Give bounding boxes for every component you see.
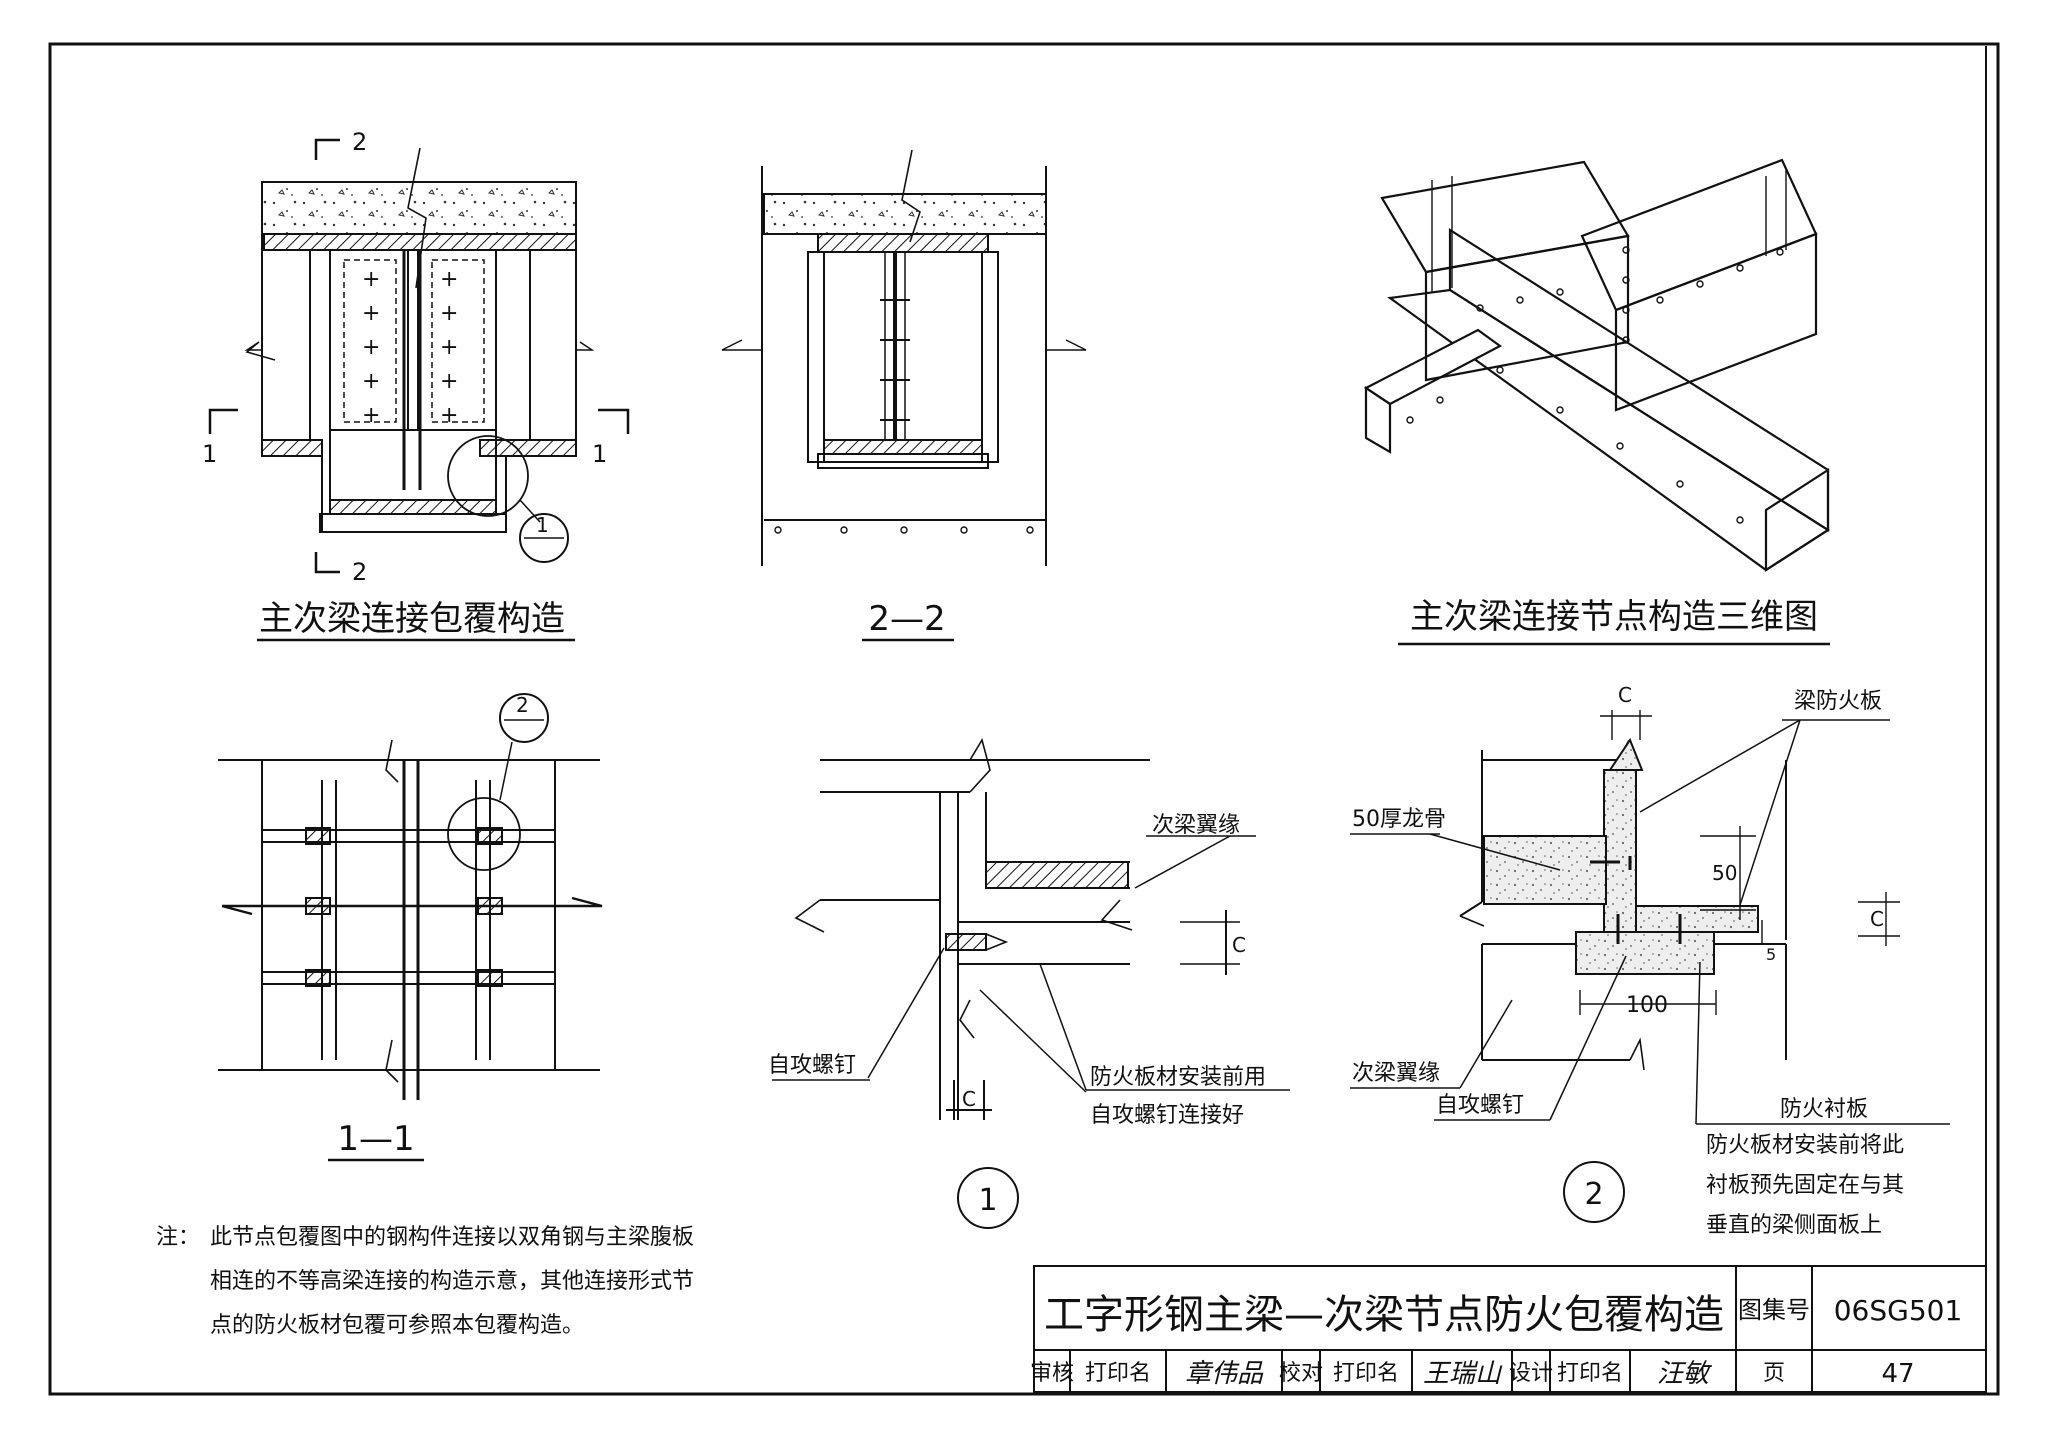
elevation-view bbox=[208, 138, 630, 642]
check-label: 校对 bbox=[1279, 1361, 1323, 1386]
detail1-view bbox=[772, 737, 1290, 1229]
review-label: 审核 bbox=[1030, 1361, 1074, 1386]
svg-text:+: + bbox=[440, 267, 458, 292]
section-mark-right: 1 bbox=[592, 440, 607, 468]
detail1-dim-c-bottom: C bbox=[962, 1087, 976, 1111]
section22-view bbox=[721, 149, 1087, 642]
detail2-bubble bbox=[1563, 1161, 1625, 1223]
atlas-label: 图集号 bbox=[1738, 1296, 1810, 1324]
detail1-label-screw: 自攻螺钉 bbox=[768, 1053, 856, 1078]
3d-view bbox=[1363, 158, 1831, 573]
detail2-view bbox=[1350, 710, 1950, 1223]
detail1-label-note2: 自攻螺钉连接好 bbox=[1090, 1103, 1244, 1128]
detail2-dim-5: 5 bbox=[1766, 945, 1776, 964]
detail2-dim-c-right: C bbox=[1870, 907, 1884, 931]
detail2-dim-100: 100 bbox=[1626, 993, 1668, 1018]
detail2-label-lining: 防火衬板 bbox=[1780, 1097, 1868, 1122]
detail2-label-board: 梁防火板 bbox=[1794, 689, 1882, 714]
3d-screws bbox=[1406, 246, 1784, 524]
title-block-title: 工字形钢主梁—次梁节点防火包覆构造 bbox=[1044, 1292, 1724, 1338]
detail1-label-flange: 次梁翼缘 bbox=[1152, 813, 1240, 838]
title-block bbox=[1033, 1265, 1987, 1393]
svg-text:+: + bbox=[440, 301, 458, 326]
note-prefix: 注： bbox=[156, 1225, 200, 1250]
detail1-label-note1: 防火板材安装前用 bbox=[1090, 1065, 1266, 1090]
detail-ref-bubble bbox=[519, 513, 569, 563]
section11-title: 1—1 bbox=[337, 1119, 414, 1159]
sheet-border bbox=[48, 42, 2000, 1396]
svg-text:+: + bbox=[362, 369, 380, 394]
3d-title: 主次梁连接节点构造三维图 bbox=[1410, 597, 1818, 637]
detail-ref-number-2: 2 bbox=[516, 693, 529, 717]
review-signature: 章伟品 bbox=[1185, 1359, 1264, 1389]
design-signature: 汪敏 bbox=[1657, 1359, 1713, 1389]
svg-text:+: + bbox=[362, 267, 380, 292]
section-mark-bottom: 2 bbox=[352, 558, 367, 586]
section22-screws bbox=[774, 526, 1034, 534]
detail2-note-line1: 防火板材安装前将此 bbox=[1706, 1133, 1904, 1158]
svg-text:+: + bbox=[440, 369, 458, 394]
check-signature: 王瑞山 bbox=[1423, 1359, 1503, 1389]
svg-text:+: + bbox=[440, 335, 458, 360]
detail-ref-bubble-2 bbox=[499, 693, 549, 743]
section22-title: 2—2 bbox=[868, 599, 945, 639]
detail1-number: 1 bbox=[978, 1183, 997, 1218]
svg-text:+: + bbox=[362, 335, 380, 360]
detail2-label-keel: 50厚龙骨 bbox=[1352, 807, 1446, 832]
detail2-note-line2: 衬板预先固定在与其 bbox=[1706, 1173, 1904, 1198]
detail2-note-line3: 垂直的梁侧面板上 bbox=[1706, 1213, 1882, 1238]
elevation-plus-marks: + + + + + + + + + + bbox=[362, 267, 458, 428]
elevation-title: 主次梁连接包覆构造 bbox=[259, 599, 565, 639]
review-print-name: 打印名 bbox=[1085, 1361, 1151, 1386]
design-label: 设计 bbox=[1509, 1361, 1553, 1386]
section-mark-top: 2 bbox=[352, 128, 367, 156]
check-print-name: 打印名 bbox=[1333, 1361, 1399, 1386]
section-mark-left: 1 bbox=[202, 440, 217, 468]
page-number: 47 bbox=[1881, 1359, 1914, 1389]
detail2-label-screw: 自攻螺钉 bbox=[1436, 1093, 1524, 1118]
detail2-label-flange: 次梁翼缘 bbox=[1352, 1061, 1440, 1086]
detail1-dim-c: C bbox=[1232, 933, 1246, 957]
detail1-bubble bbox=[957, 1167, 1019, 1229]
detail2-dim-c-top: C bbox=[1618, 683, 1632, 707]
svg-text:+: + bbox=[362, 301, 380, 326]
detail2-number: 2 bbox=[1584, 1177, 1603, 1212]
page-label: 页 bbox=[1763, 1361, 1785, 1386]
section11-view bbox=[218, 693, 603, 1162]
svg-text:+: + bbox=[440, 403, 458, 428]
detail-ref-number: 1 bbox=[536, 513, 549, 537]
detail2-dim-50: 50 bbox=[1712, 861, 1737, 885]
note-line2: 相连的不等高梁连接的构造示意，其他连接形式节 bbox=[210, 1269, 694, 1294]
atlas-number: 06SG501 bbox=[1834, 1294, 1963, 1327]
svg-text:+: + bbox=[362, 403, 380, 428]
design-print-name: 打印名 bbox=[1557, 1361, 1623, 1386]
note-line3: 点的防火板材包覆可参照本包覆构造。 bbox=[210, 1313, 584, 1338]
note-line1: 此节点包覆图中的钢构件连接以双角钢与主梁腹板 bbox=[210, 1225, 694, 1250]
